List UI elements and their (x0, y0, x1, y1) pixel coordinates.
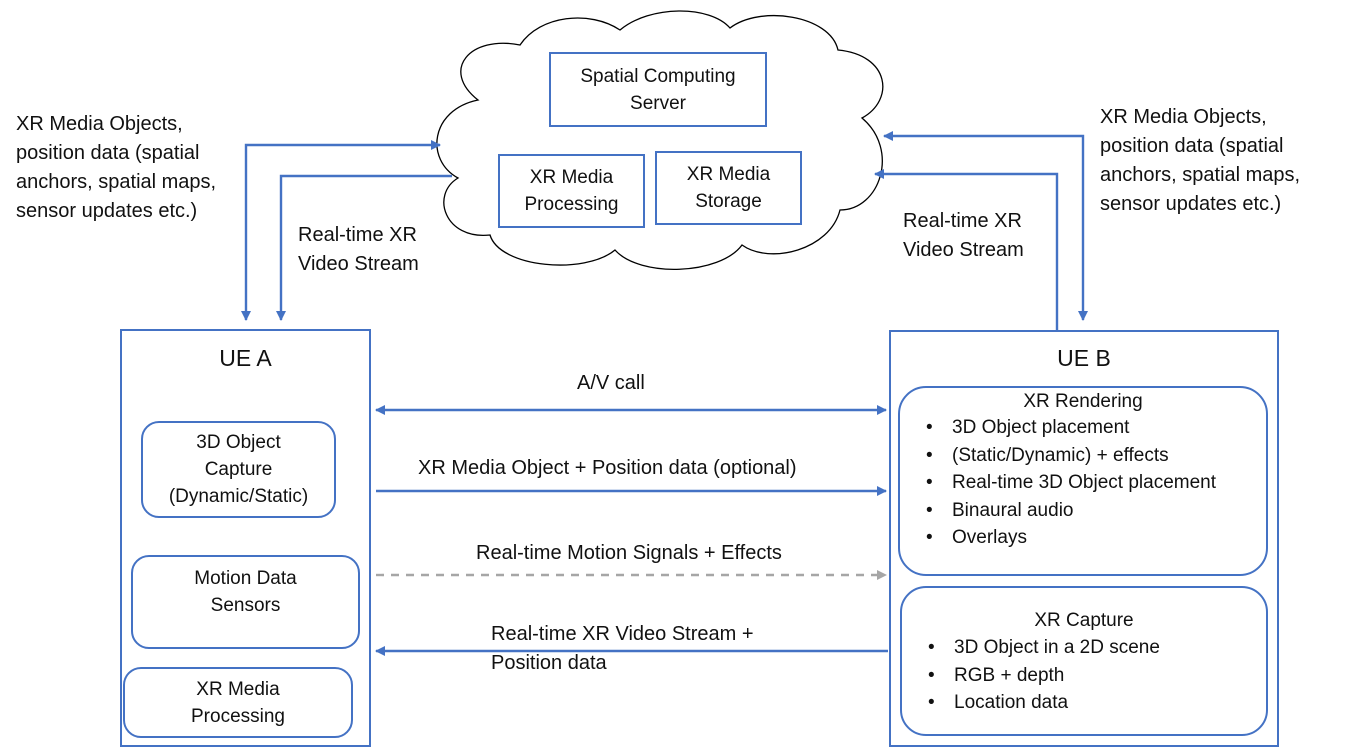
xr-capture-title: XR Capture (1034, 610, 1134, 631)
rendering-item: Overlays (900, 524, 1266, 552)
right-objects-connector (883, 131, 1088, 321)
cloud-processing-line-2: Processing (524, 194, 619, 215)
xr-capture-box: XR Capture 3D Object in a 2D scene RGB +… (900, 586, 1268, 736)
ue-a-title: UE A (219, 345, 272, 371)
cloud-processing-line-1: XR Media (529, 167, 614, 188)
spatial-server-line-2: Server (630, 92, 686, 114)
xr-rendering-title: XR Rendering (1023, 391, 1143, 412)
cloud-media-storage-box: XR Media Storage (655, 151, 802, 225)
left-objects-label: XR Media Objects, position data (spatial… (16, 113, 217, 222)
right-stream-label: Real-time XR Video Stream (903, 210, 1024, 261)
xr-capture-list: 3D Object in a 2D scene RGB + depth Loca… (902, 634, 1266, 717)
video-stream-label: Real-time XR Video Stream + Position dat… (491, 623, 754, 674)
rendering-item: Binaural audio (900, 497, 1266, 525)
right-objects-label: XR Media Objects, position data (spatial… (1100, 106, 1301, 215)
rendering-item: Real-time 3D Object placement (900, 469, 1266, 497)
rendering-item-continued: (Static/Dynamic) + effects (900, 442, 1266, 470)
left-objects-connector (241, 140, 441, 321)
capture-item: Location data (902, 689, 1266, 717)
xr-rendering-list: 3D Object placement (Static/Dynamic) + e… (900, 414, 1266, 552)
motion-signals-label: Real-time Motion Signals + Effects (476, 542, 782, 564)
media-object-label: XR Media Object + Position data (optiona… (418, 457, 797, 479)
right-stream-connector (874, 169, 1059, 330)
object-capture-box: 3D Object Capture (Dynamic/Static) (141, 421, 336, 518)
cloud-shape (436, 10, 884, 271)
av-call-label: A/V call (577, 372, 645, 394)
left-stream-label: Real-time XR Video Stream (298, 224, 419, 275)
spatial-computing-server-box: Spatial Computing Server (549, 52, 767, 127)
rendering-item: 3D Object placement (900, 414, 1266, 442)
spatial-server-line-1: Spatial Computing (580, 65, 736, 87)
ue-a-media-processing-box: XR Media Processing (123, 667, 353, 738)
cloud-storage-line-1: XR Media (686, 164, 771, 185)
ue-b-title: UE B (1057, 345, 1111, 371)
cloud-storage-line-2: Storage (695, 191, 762, 212)
motion-sensors-box: Motion Data Sensors (131, 555, 360, 649)
xr-rendering-box: XR Rendering 3D Object placement (Static… (898, 386, 1268, 576)
left-stream-connector (276, 174, 452, 321)
capture-item: RGB + depth (902, 662, 1266, 690)
capture-item: 3D Object in a 2D scene (902, 634, 1266, 662)
cloud-media-processing-box: XR Media Processing (498, 154, 645, 228)
